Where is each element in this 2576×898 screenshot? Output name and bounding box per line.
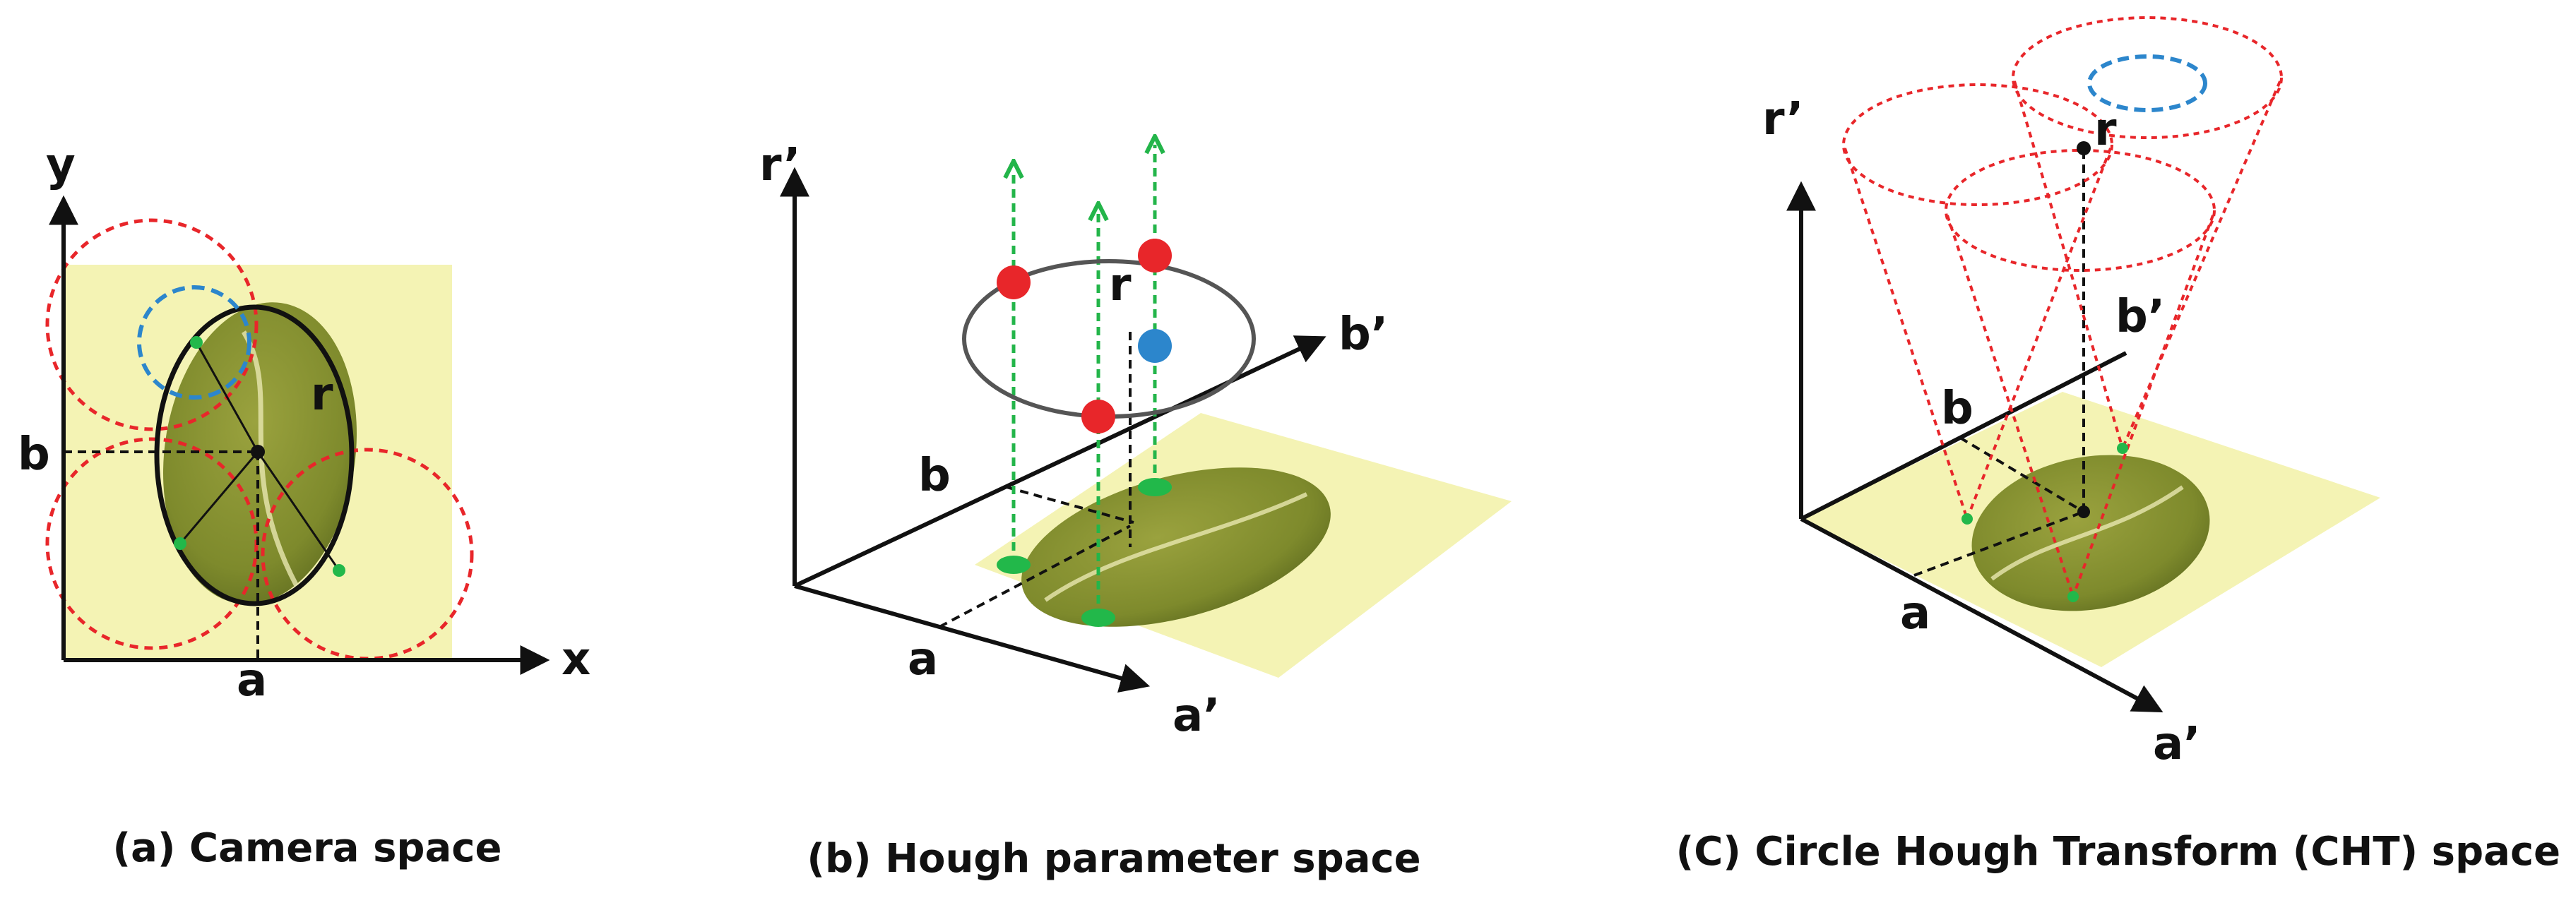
panel-c-axis-b-label: b’: [2115, 291, 2165, 343]
panel-c-edge-point: [1961, 513, 1973, 525]
panel-c-center-point: [2077, 505, 2090, 518]
panel-c-label-b: b: [1941, 383, 1973, 435]
panel-b-bean-crease: [1044, 492, 1308, 602]
panel-b-label-a: a: [908, 633, 938, 686]
panel-a-fitted-circle: [154, 304, 355, 606]
panel-b-label-b: b: [918, 450, 951, 502]
panel-c-cht-space: r’ b’ a’ a b r (C) Circle Hough Transfor…: [1676, 16, 2560, 875]
panel-a-radius-line-2: [179, 451, 259, 544]
panel-c-detected-circle: [2087, 54, 2207, 112]
panel-c-cone-right: [1945, 149, 2216, 597]
panel-c-cone-top: [2012, 16, 2283, 449]
panel-b-axis-r-label: r’: [759, 139, 801, 191]
panel-c-caption: (C) Circle Hough Transform (CHT) space: [1676, 829, 2560, 875]
panel-a-label-r: r: [311, 369, 333, 421]
panel-a-caption: (a) Camera space: [113, 825, 502, 871]
panel-b-green-base-point: [997, 556, 1031, 574]
panel-a-radius-line-1: [195, 342, 259, 453]
panel-b-green-base-point: [1081, 609, 1115, 627]
panel-a-label-b: b: [18, 429, 50, 481]
panel-b-axis-b-label: b’: [1339, 309, 1388, 361]
panel-b-axis-a: [794, 584, 1151, 693]
panel-b-hough-parameter-space: r’ b’ a’ a b r (b) Hough parameter space: [759, 139, 1512, 882]
panel-c-bean-crease: [1990, 485, 2184, 581]
panel-b-blue-point: [1138, 329, 1172, 363]
panel-a-label-a: a: [237, 654, 267, 707]
panel-c-label-a: a: [1900, 587, 1930, 640]
panel-c-axis-a: [1800, 517, 2164, 712]
panel-c-axis-b: [1800, 351, 2127, 521]
panel-b-guide-a: [939, 525, 1131, 628]
panel-c-guide-b: [1959, 436, 2085, 513]
panel-c-cone-left: [1842, 83, 2113, 520]
panel-c-axis-r-label: r’: [1762, 93, 1804, 145]
panel-b-caption: (b) Hough parameter space: [807, 836, 1420, 882]
panel-b-green-base-point: [1138, 478, 1172, 496]
panel-a-axis-y-label: y: [46, 139, 76, 191]
panel-a-detected-circle: [137, 285, 251, 400]
panel-b-red-point: [997, 265, 1031, 299]
panel-c-edge-point: [2117, 443, 2128, 454]
panel-c-peak-point: [2077, 141, 2091, 155]
panel-b-guide-b: [1006, 486, 1134, 524]
panel-a-axis-x-label: x: [562, 633, 590, 686]
panel-b-red-point: [1138, 239, 1172, 273]
panel-b-red-point: [1081, 400, 1115, 433]
panel-a-bean-crease: [242, 330, 299, 587]
panel-c-label-r: r: [2094, 104, 2117, 156]
panel-a-edge-point: [333, 564, 345, 577]
panel-a-center-point: [251, 445, 265, 459]
panel-b-axis-a-label: a’: [1173, 690, 1221, 742]
panel-b-label-r: r: [1109, 259, 1132, 311]
panel-c-edge-point: [2067, 591, 2079, 602]
panel-a-camera-space: x y a b r (a) Camera space: [18, 139, 590, 871]
panel-c-guide-a: [1913, 510, 2084, 577]
panel-a-accumulator-circle-top: [45, 218, 259, 431]
panel-a-edge-point: [174, 537, 186, 550]
panel-a-radius-line-3: [256, 451, 340, 571]
panel-a-edge-point: [190, 336, 203, 349]
panel-c-axis-a-label: a’: [2153, 718, 2201, 770]
